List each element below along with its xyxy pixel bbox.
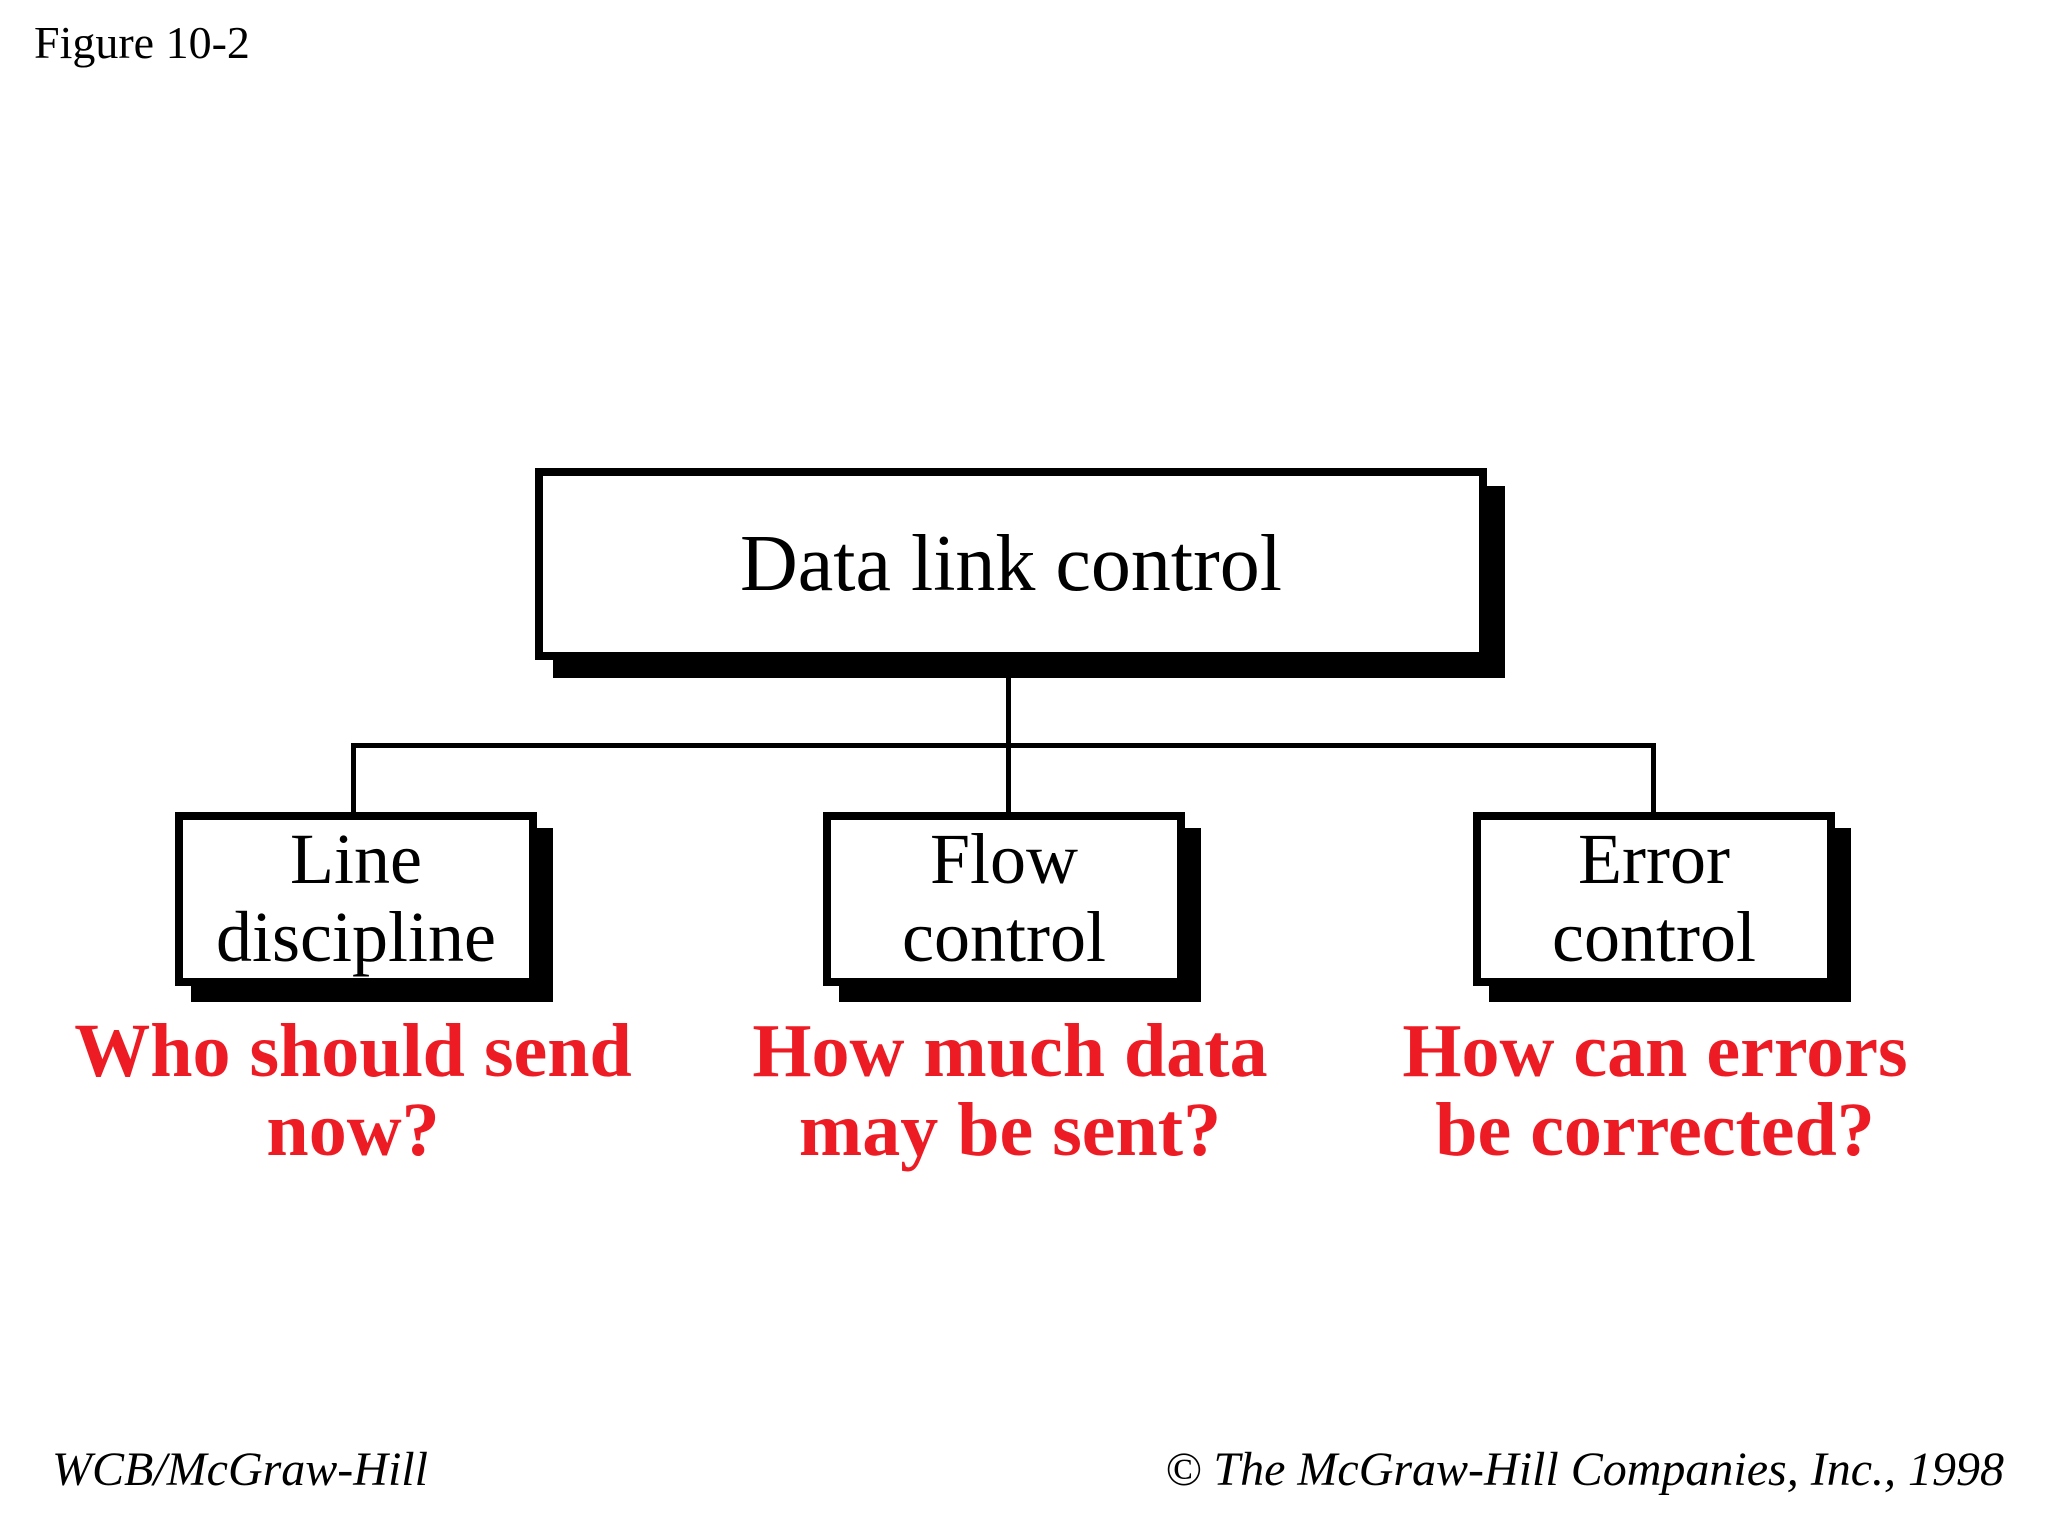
question-line-discipline: Who should send now?: [74, 1009, 632, 1173]
node-line-discipline: Line discipline: [175, 812, 537, 986]
node-error-control-label: Error control: [1552, 819, 1756, 977]
footer-publisher: WCB/McGraw-Hill: [52, 1443, 428, 1496]
node-line-discipline-label: Line discipline: [216, 819, 496, 977]
node-data-link-control-label: Data link control: [739, 519, 1283, 608]
question-error-control: How can errors be corrected?: [1402, 1009, 1908, 1173]
node-error-control: Error control: [1473, 812, 1835, 986]
question-flow-control: How much data may be sent?: [752, 1009, 1268, 1173]
node-flow-control-label: Flow control: [902, 819, 1106, 977]
node-flow-control: Flow control: [823, 812, 1185, 986]
node-data-link-control: Data link control: [535, 468, 1487, 660]
connector-branch-line-line-discipline: [351, 743, 356, 816]
connector-root-vertical-line: [1006, 658, 1011, 748]
footer-copyright: © The McGraw-Hill Companies, Inc., 1998: [1164, 1443, 2004, 1496]
connector-branch-line-error-control: [1651, 743, 1656, 816]
connector-horizontal-line: [351, 743, 1656, 748]
connector-branch-line-flow-control: [1006, 743, 1011, 816]
figure-label: Figure 10-2: [34, 17, 250, 68]
